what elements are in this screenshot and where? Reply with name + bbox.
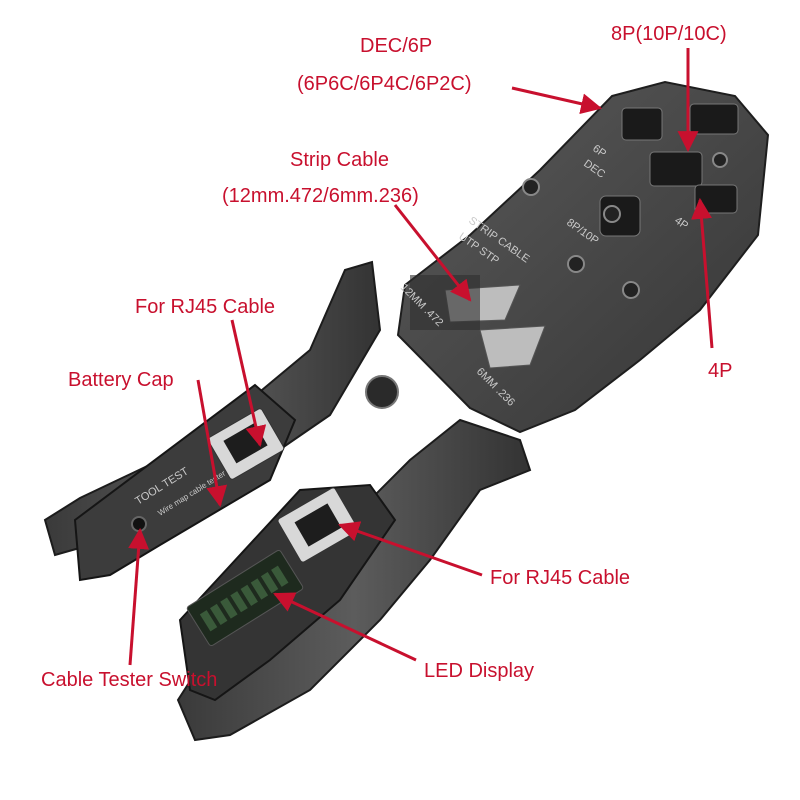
label-8p: 8P(10P/10C) (611, 23, 727, 45)
rj45-port-bottom (277, 487, 359, 563)
pivot-bolt (365, 375, 399, 409)
screws (522, 152, 728, 299)
label-strip-cable-sizes: (12mm.472/6mm.236) (222, 185, 419, 207)
led-display (186, 549, 304, 647)
tester-switch (131, 516, 147, 532)
label-tester-switch: Cable Tester Switch (41, 669, 218, 691)
label-dec-6p-types: (6P6C/6P4C/6P2C) (297, 73, 472, 95)
arrow-rj45-top (230, 319, 267, 448)
die-cavities (599, 103, 739, 237)
arrow-rj45-bottom (338, 521, 483, 577)
arrow-dec-6p (511, 86, 603, 115)
arrow-tester-switch (128, 527, 150, 666)
crimp-tool: 6P DEC 4P 8P/10P STRIP CABLE UTP STP 12M… (43, 80, 770, 742)
label-rj45-bottom: For RJ45 Cable (490, 567, 631, 589)
arrow-led (273, 592, 417, 662)
label-strip-cable: Strip Cable (290, 149, 389, 171)
label-battery-cap: Battery Cap (68, 369, 174, 391)
label-4p: 4P (708, 360, 733, 382)
label-dec-6p: DEC/6P (360, 35, 433, 57)
arrow-battery-cap (196, 379, 228, 508)
arrow-strip-cable (393, 204, 472, 302)
arrow-4p (691, 197, 714, 349)
label-led-display: LED Display (424, 660, 535, 682)
callout-arrows (128, 48, 714, 666)
label-rj45-top: For RJ45 Cable (135, 296, 276, 318)
